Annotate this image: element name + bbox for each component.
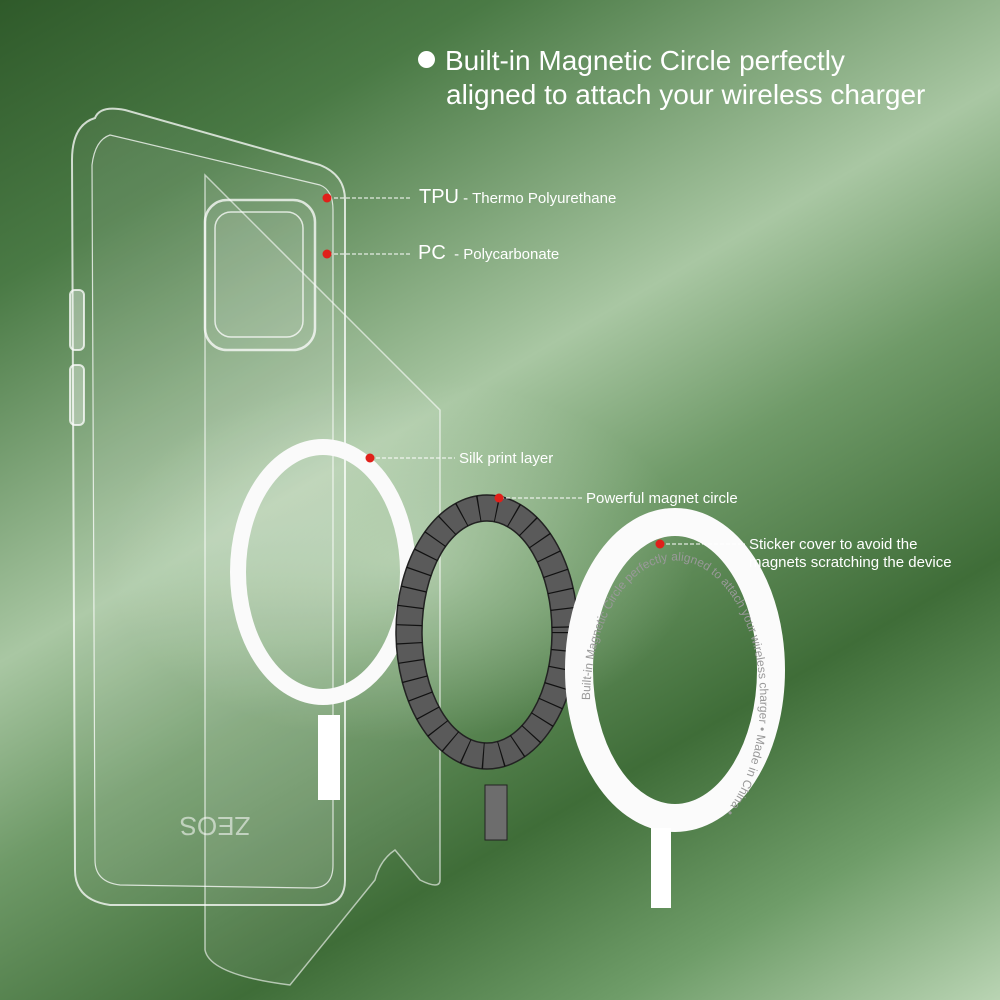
label-magnet: Powerful magnet circle (586, 490, 738, 507)
label-silk: Silk print layer (459, 450, 554, 467)
sticker-ring (565, 508, 785, 832)
clear-case (69, 107, 346, 906)
pc-layer (204, 173, 441, 986)
sticker-tab (651, 828, 671, 908)
brand-logo: ZEOS (180, 811, 251, 841)
headline: Built-in Magnetic Circle perfectly align… (418, 44, 925, 112)
marker-dots (322, 193, 665, 549)
bullet-icon (418, 51, 435, 68)
label-tpu: TPU - Thermo Polyurethane (419, 186, 617, 208)
leader-lines (328, 197, 745, 545)
silk-tab (318, 715, 340, 800)
magnet-tab (484, 784, 508, 841)
label-pc: PC - Polycarbonate (418, 242, 560, 264)
